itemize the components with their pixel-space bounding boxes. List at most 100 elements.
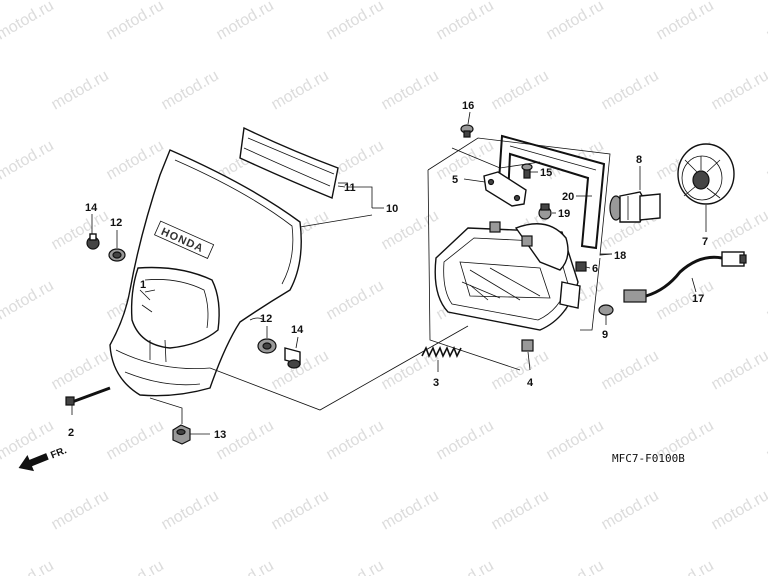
part-label-10: 10	[386, 203, 398, 215]
watermark-text: motod.ru	[214, 557, 277, 576]
diagram-code: MFC7-F0100B	[612, 452, 685, 465]
watermark-text: motod.ru	[709, 67, 768, 113]
watermark-text: motod.ru	[324, 417, 387, 463]
part-label-14-left: 14	[85, 202, 98, 214]
long-bolt[interactable]	[65, 386, 111, 406]
grommet-left[interactable]	[108, 248, 126, 262]
watermark-text: motod.ru	[434, 557, 497, 576]
part-label-5: 5	[452, 174, 458, 186]
watermark-text: motod.ru	[489, 67, 552, 113]
watermark-text: motod.ru	[434, 417, 497, 463]
watermark-text: motod.ru	[709, 347, 768, 393]
watermark-text: motod.ru	[0, 137, 57, 183]
part-label-11: 11	[344, 182, 356, 194]
watermark-text: motod.ru	[544, 557, 607, 576]
watermark-text: motod.ru	[104, 137, 167, 183]
square-nut[interactable]	[521, 339, 534, 352]
watermark-text: motod.ru	[599, 487, 662, 533]
part-label-15: 15	[540, 167, 552, 179]
watermark-text: motod.ru	[0, 0, 57, 43]
part-label-8: 8	[636, 154, 642, 166]
part-label-12-left: 12	[110, 217, 122, 229]
watermark-text: motod.ru	[49, 67, 112, 113]
dust-cover[interactable]	[677, 143, 735, 205]
watermark-text: motod.ru	[599, 67, 662, 113]
watermark-text: motod.ru	[0, 67, 2, 113]
watermark-text: motod.ru	[324, 557, 387, 576]
watermark-text: motod.ru	[324, 277, 387, 323]
top-screw[interactable]	[460, 124, 474, 138]
part-label-6: 6	[592, 263, 598, 275]
watermark-text: motod.ru	[764, 0, 768, 43]
aim-adjuster[interactable]	[538, 203, 552, 220]
watermark-text: motod.ru	[489, 347, 552, 393]
part-label-20: 20	[562, 191, 574, 203]
watermark-text: motod.ru	[764, 417, 768, 463]
watermark-text: motod.ru	[0, 277, 57, 323]
part-label-17: 17	[692, 293, 704, 305]
watermark-text: motod.ru	[654, 557, 717, 576]
watermark-text: motod.ru	[104, 0, 167, 43]
part-label-18: 18	[614, 250, 626, 262]
part-label-16: 16	[462, 100, 474, 112]
part-label-7: 7	[702, 236, 708, 248]
watermark-text: motod.ru	[104, 417, 167, 463]
watermark-text: motod.ru	[379, 487, 442, 533]
position-bulb[interactable]	[598, 304, 614, 316]
watermark-text: motod.ru	[434, 0, 497, 43]
part-label-2: 2	[68, 427, 74, 439]
part-label-13: 13	[214, 429, 226, 441]
watermark-text: motod.ru	[764, 137, 768, 183]
watermark-text: motod.ru	[709, 207, 768, 253]
watermark-text: motod.ru	[544, 0, 607, 43]
mount-bracket[interactable]	[483, 171, 527, 207]
watermark-text: motod.ru	[214, 0, 277, 43]
front-arrow-icon	[18, 453, 49, 472]
part-labels: 1 2 3 4 5 6 7 8 9 10 11 12 12 13 14 14 1…	[68, 100, 708, 441]
svg-text:FR.: FR.	[49, 445, 68, 461]
part-label-9: 9	[602, 329, 608, 341]
watermark-text: motod.ru	[379, 67, 442, 113]
part-label-14-right: 14	[291, 324, 304, 336]
part-label-1: 1	[140, 279, 146, 291]
headlight-cowl[interactable]: HONDA	[109, 149, 302, 397]
headlight-bulb[interactable]	[609, 191, 661, 223]
watermark-text: motod.ru	[0, 417, 57, 463]
watermark-text: motod.ru	[709, 487, 768, 533]
leader-lines	[71, 111, 707, 435]
watermark-text: motod.ru	[0, 207, 2, 253]
bracket-screw[interactable]	[521, 163, 533, 179]
watermark-text: motod.ru	[544, 417, 607, 463]
watermark-text: motod.ru	[489, 487, 552, 533]
watermark-text: motod.ru	[159, 487, 222, 533]
watermark-text: motod.ru	[0, 347, 2, 393]
watermark-text: motod.ru	[0, 557, 57, 576]
screw-right[interactable]	[284, 347, 301, 369]
watermark-text: motod.ru	[764, 277, 768, 323]
watermark-text: motod.ru	[159, 67, 222, 113]
watermark-text: motod.ru	[599, 347, 662, 393]
watermark-text: motod.ru	[49, 487, 112, 533]
small-clip[interactable]	[575, 261, 587, 272]
screw-left[interactable]	[86, 233, 100, 250]
watermark-text: motod.ru	[654, 277, 717, 323]
hex-nut[interactable]	[172, 424, 191, 445]
watermark-text: motod.ru	[49, 207, 112, 253]
watermark-text: motod.ru	[269, 487, 332, 533]
part-label-12-right: 12	[260, 313, 272, 325]
part-label-4: 4	[527, 377, 534, 389]
visor-trim[interactable]	[239, 126, 339, 199]
adjust-spring[interactable]	[421, 346, 462, 358]
grommet-right[interactable]	[249, 317, 277, 354]
part-label-19: 19	[558, 208, 570, 220]
part-label-3: 3	[433, 377, 439, 389]
watermark-text: motod.ru	[324, 0, 387, 43]
watermark-text: motod.ru	[49, 347, 112, 393]
bulb-socket-harness[interactable]	[623, 251, 747, 303]
headlight-unit[interactable]	[434, 221, 581, 331]
watermark-text: motod.ru	[654, 0, 717, 43]
watermark-text: motod.ru	[0, 487, 2, 533]
